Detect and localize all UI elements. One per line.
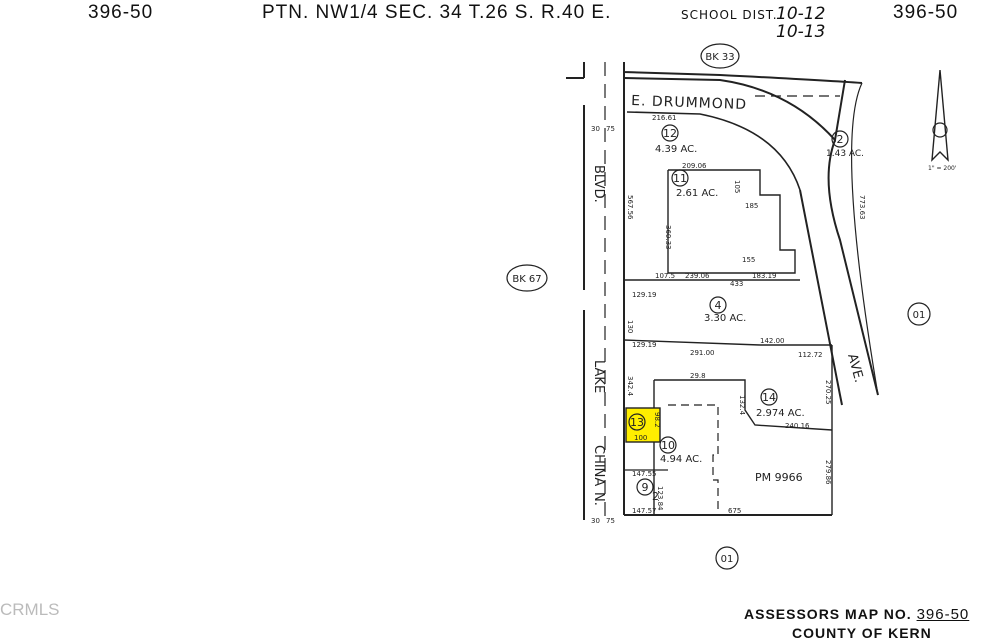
- county-label: COUNTY OF KERN: [792, 625, 932, 641]
- ave-west-edge: [799, 189, 843, 406]
- parcel-11-boundary: [667, 169, 796, 274]
- parcel-11-acres: 2.61 AC.: [676, 188, 718, 199]
- ref-01-east-circle: [907, 302, 931, 326]
- parcel-9-circle: [636, 478, 654, 496]
- dim-label: 270.25: [824, 380, 832, 405]
- parcel-10-dashed: [668, 404, 719, 510]
- ave-east-edge: [827, 139, 879, 396]
- dim-label: 147.55: [632, 470, 657, 478]
- ref-01-south-circle: [715, 546, 739, 570]
- dim-label: 209.06: [682, 162, 707, 170]
- street-drummond: E. DRUMMOND: [631, 93, 747, 113]
- lot-label: 2: [652, 490, 659, 503]
- dim-label: 75: [606, 125, 615, 133]
- dim-label: 360.33: [664, 225, 672, 250]
- parcel-13-highlight: [625, 407, 661, 443]
- drummond-curve-top: [623, 62, 863, 84]
- dim-label: 155: [742, 256, 755, 264]
- dim-label: 75: [606, 517, 615, 525]
- dim-label: 123.84: [656, 486, 664, 511]
- book-67-ellipse: [506, 264, 548, 292]
- book-33-label: BK 33: [705, 52, 734, 63]
- parcel-11-circle: [671, 169, 689, 187]
- dim-label: 183.19: [752, 272, 777, 280]
- parcel-10-circle: [659, 436, 677, 454]
- dim-label: 100: [634, 434, 647, 442]
- parcel-2-acres: 1.43 AC.: [826, 149, 864, 159]
- map-number: 396-50: [916, 606, 970, 623]
- parcel-13-number: 13: [630, 416, 644, 429]
- parcel-12-acres: 4.39 AC.: [655, 144, 697, 155]
- dim-label: 98.2: [653, 412, 661, 428]
- crmls-watermark: CRMLS: [0, 600, 60, 619]
- parcel-4-acres: 3.30 AC.: [704, 313, 746, 324]
- dim-label: 240.16: [785, 422, 810, 430]
- dim-label: 142.00: [760, 337, 785, 345]
- school-district-label: SCHOOL DIST.: [681, 8, 778, 22]
- pm-label: PM 9966: [755, 471, 803, 484]
- dim-label: 29.8: [690, 372, 706, 380]
- map-label-text: ASSESSORS MAP NO.: [744, 606, 912, 622]
- parcel-12-number: 12: [663, 127, 677, 140]
- street-china: CHINA: [591, 445, 606, 486]
- dim-label: 291.00: [690, 349, 715, 357]
- parcel-9-number: 9: [642, 481, 649, 494]
- parcel-10-number: 10: [661, 439, 675, 452]
- map-title: PTN. NW1/4 SEC. 34 T.26 S. R.40 E.: [262, 2, 612, 23]
- school-code-2: 10-13: [776, 22, 826, 42]
- drummond-south-edge: [626, 111, 801, 191]
- dim-label: 107.5: [655, 272, 675, 280]
- parcel-4-number: 4: [715, 299, 722, 312]
- dim-label: 185: [745, 202, 758, 210]
- street-ave: AVE.: [844, 352, 866, 384]
- dim-label: 279.86: [824, 460, 832, 485]
- school-code-1: 10-12: [776, 4, 826, 24]
- dim-label: 112.72: [798, 351, 823, 359]
- dim-label: 773.63: [858, 195, 866, 220]
- dim-label: 130: [626, 320, 634, 333]
- dim-label: 132.4: [738, 395, 746, 416]
- dim-label: 433: [730, 280, 743, 288]
- parcel-2-number: 2: [837, 133, 844, 146]
- parcel-12-circle: [661, 124, 679, 142]
- book-33-ellipse: [700, 43, 740, 69]
- scale-note: 1" = 200': [928, 165, 957, 172]
- parcel-11-number: 11: [673, 172, 687, 185]
- parcel-14-boundary: [654, 379, 833, 431]
- ave-curve: [850, 82, 879, 396]
- parcel-14-number: 14: [762, 391, 776, 404]
- dim-label: 147.57: [632, 507, 657, 515]
- dim-label: 30: [591, 517, 600, 525]
- dim-label: 675: [728, 507, 741, 515]
- dim-label: 342.4: [626, 376, 634, 397]
- drummond-north-edge: [623, 77, 846, 143]
- dim-label: 216.61: [652, 114, 677, 122]
- street-n: N.: [591, 492, 606, 506]
- assessor-map-label: ASSESSORS MAP NO. 396-50: [744, 606, 969, 623]
- dim-label: 129.19: [632, 341, 657, 349]
- parcel-13-circle: [628, 413, 646, 431]
- dim-label: 239.06: [685, 272, 710, 280]
- ref-01-east: 01: [913, 310, 926, 321]
- parcel-4-circle: [709, 296, 727, 314]
- dim-label: 129.19: [632, 291, 657, 299]
- page-number-right: 396-50: [893, 2, 959, 23]
- dim-label: 30: [591, 125, 600, 133]
- parcel-10-acres: 4.94 AC.: [660, 454, 702, 465]
- dim-label: 105: [733, 180, 741, 193]
- parcel-2-circle: [831, 130, 849, 148]
- street-blvd: BLVD.: [591, 165, 606, 203]
- street-lake: LAKE: [591, 360, 606, 393]
- parcel-4-south: [623, 339, 761, 346]
- north-arrow-icon: [931, 69, 949, 162]
- parcel-14-circle: [760, 388, 778, 406]
- dim-label: 567.56: [626, 195, 634, 220]
- ref-01-south: 01: [721, 554, 734, 565]
- page-number-left: 396-50: [88, 2, 154, 23]
- book-67-label: BK 67: [512, 274, 541, 285]
- parcel-14-acres: 2.974 AC.: [756, 408, 805, 419]
- north-arrow-circle: [932, 122, 948, 138]
